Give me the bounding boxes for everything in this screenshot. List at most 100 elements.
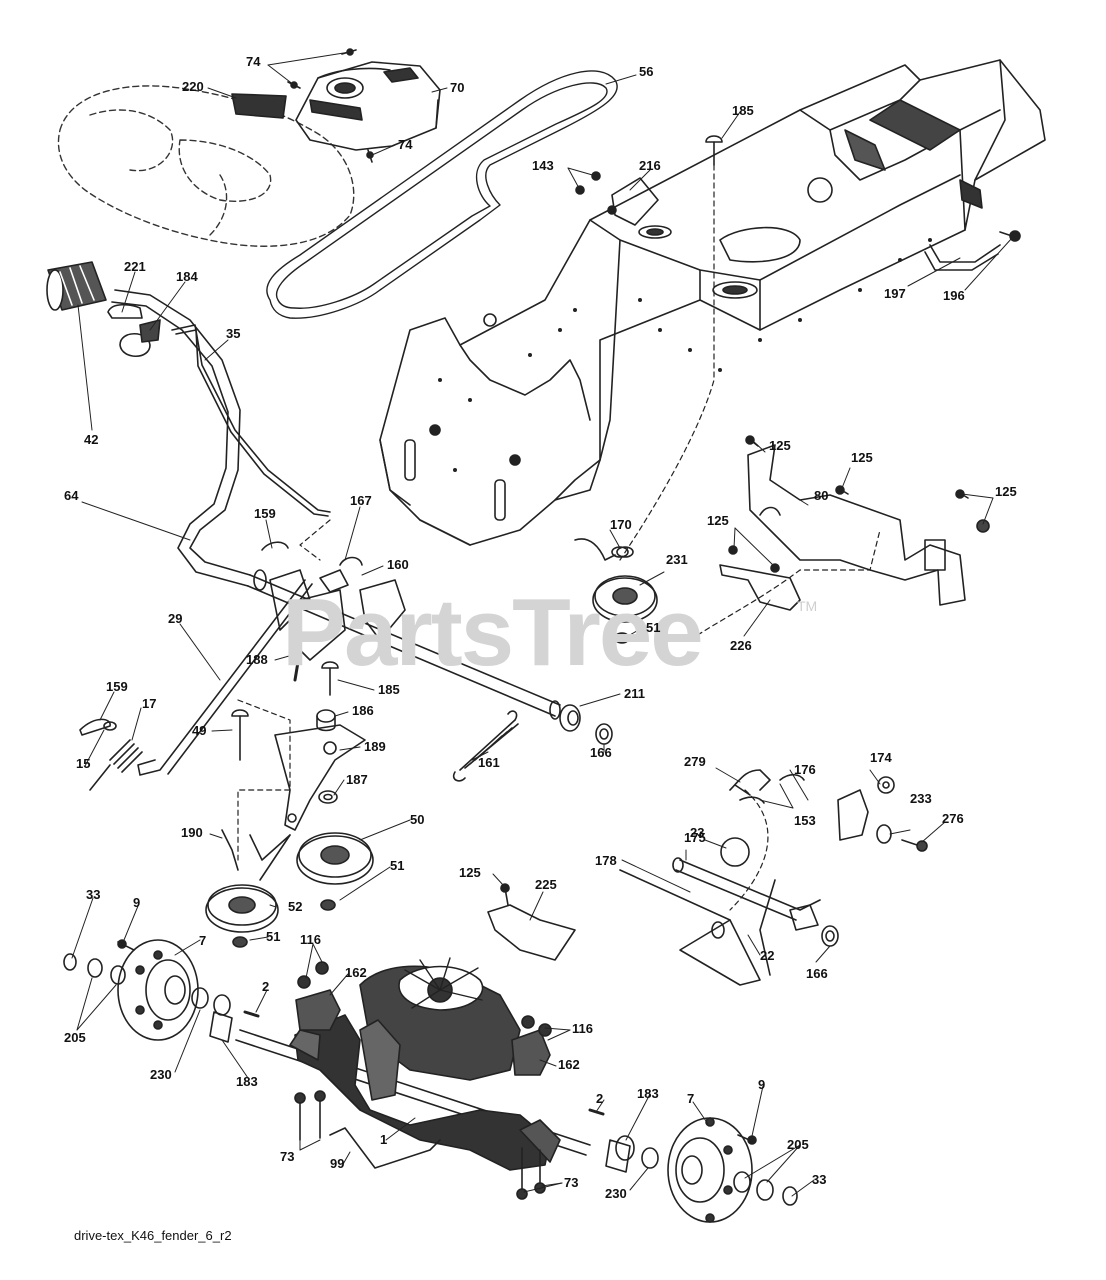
rod-279 xyxy=(729,769,771,796)
clips-153 xyxy=(739,773,805,804)
callout-184: 184 xyxy=(176,269,198,284)
callout-9: 9 xyxy=(758,1077,766,1092)
washer-166 xyxy=(595,723,839,947)
callout-33: 33 xyxy=(86,887,101,902)
callout-51: 51 xyxy=(646,620,661,635)
callout-185: 185 xyxy=(732,103,754,118)
callout-22: 22 xyxy=(760,948,775,963)
bracket-176 xyxy=(837,789,869,841)
washer-15 xyxy=(103,721,117,731)
pulley-52 xyxy=(205,884,279,948)
callout-125: 125 xyxy=(851,450,873,465)
callout-231: 231 xyxy=(666,552,688,567)
idler-bracket-190 xyxy=(221,829,291,881)
spring-161 xyxy=(452,710,519,782)
callout-23: 23 xyxy=(690,825,705,840)
shift-lever-64 xyxy=(111,289,251,587)
right-washers-205-33 xyxy=(615,1134,798,1206)
callout-125: 125 xyxy=(459,865,481,880)
hairpin-clip-221 xyxy=(107,303,143,319)
right-hub-7 xyxy=(667,1117,753,1223)
callout-73: 73 xyxy=(564,1175,579,1190)
diagram-caption: drive-tex_K46_fender_6_r2 xyxy=(74,1228,232,1243)
callout-15: 15 xyxy=(76,756,91,771)
callout-125: 125 xyxy=(707,513,729,528)
callout-leaders xyxy=(71,51,1013,1197)
dashed-leaders xyxy=(237,164,881,911)
bracket-80 xyxy=(747,444,966,606)
callout-205: 205 xyxy=(787,1137,809,1152)
callout-35: 35 xyxy=(226,326,241,341)
bolt-49 xyxy=(231,709,249,761)
bolt-276 xyxy=(901,839,928,852)
washer-211 xyxy=(559,704,581,732)
grip-42 xyxy=(46,261,107,311)
fender-70 xyxy=(295,61,441,151)
trademark-mark: TM xyxy=(797,598,818,614)
callout-153: 153 xyxy=(794,813,816,828)
callout-1: 1 xyxy=(380,1132,388,1147)
callout-178: 178 xyxy=(595,853,617,868)
ring-23 xyxy=(720,837,750,867)
washer-233 xyxy=(876,824,892,844)
left-hub-7 xyxy=(117,939,199,1041)
callout-162: 162 xyxy=(345,965,367,980)
knob-184 xyxy=(119,319,161,358)
mount-162-right xyxy=(511,1015,552,1076)
rod-99 xyxy=(329,1127,441,1169)
callout-64: 64 xyxy=(64,488,79,503)
washer-174 xyxy=(877,776,895,794)
bracket-226 xyxy=(719,564,801,611)
pulley-231 xyxy=(574,538,658,644)
callout-167: 167 xyxy=(350,493,372,508)
callout-7: 7 xyxy=(687,1091,695,1106)
callout-196: 196 xyxy=(943,288,965,303)
callout-225: 225 xyxy=(535,877,557,892)
callout-187: 187 xyxy=(346,772,368,787)
callout-52: 52 xyxy=(288,899,303,914)
rod-197 xyxy=(924,230,1021,271)
callout-174: 174 xyxy=(870,750,892,765)
callout-2: 2 xyxy=(596,1091,604,1106)
callout-73: 73 xyxy=(280,1149,295,1164)
lever-178-22 xyxy=(619,869,819,986)
callout-188: 188 xyxy=(246,652,268,667)
callout-2: 2 xyxy=(262,979,270,994)
callout-161: 161 xyxy=(478,755,500,770)
callout-80: 80 xyxy=(814,488,829,503)
callout-185: 185 xyxy=(378,682,400,697)
callout-17: 17 xyxy=(142,696,157,711)
mount-162-left xyxy=(295,961,341,1031)
callout-220: 220 xyxy=(182,79,204,94)
callout-74: 74 xyxy=(246,54,261,69)
spring-17 xyxy=(89,739,143,791)
callout-51: 51 xyxy=(390,858,405,873)
carriage-bolt-185 xyxy=(321,135,723,696)
callout-233: 233 xyxy=(910,791,932,806)
chassis-frame xyxy=(379,59,1046,546)
callout-56: 56 xyxy=(639,64,654,79)
callout-29: 29 xyxy=(168,611,183,626)
callout-276: 276 xyxy=(942,811,964,826)
callout-170: 170 xyxy=(610,517,632,532)
pivot-167 xyxy=(319,556,363,593)
callout-221: 221 xyxy=(124,259,146,274)
callout-9: 9 xyxy=(133,895,141,910)
callout-162: 162 xyxy=(558,1057,580,1072)
spacers-183 xyxy=(209,1011,631,1173)
callout-74: 74 xyxy=(398,137,413,152)
callout-230: 230 xyxy=(150,1067,172,1082)
callout-190: 190 xyxy=(181,825,203,840)
callout-159: 159 xyxy=(106,679,128,694)
callout-33: 33 xyxy=(812,1172,827,1187)
callout-116: 116 xyxy=(572,1021,593,1036)
callout-143: 143 xyxy=(532,158,554,173)
callout-49: 49 xyxy=(192,723,207,738)
idler-arm-189 xyxy=(274,724,366,831)
callout-211: 211 xyxy=(624,686,645,701)
callout-116: 116 xyxy=(300,932,321,947)
callout-189: 189 xyxy=(364,739,386,754)
drive-belt-56 xyxy=(266,70,618,319)
seat-bracket-220 xyxy=(231,93,287,119)
